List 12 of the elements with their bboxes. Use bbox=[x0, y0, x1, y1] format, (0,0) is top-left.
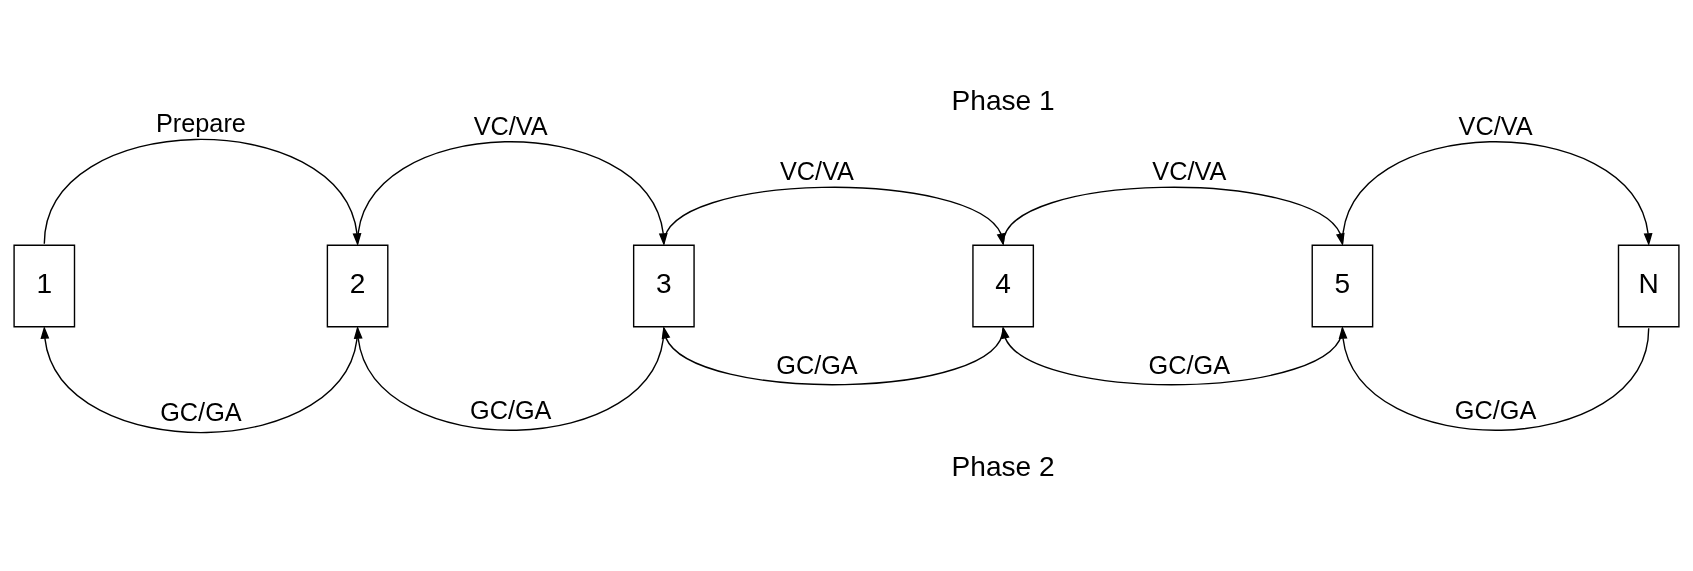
edge-label: GC/GA bbox=[160, 397, 242, 426]
edge-label: VC/VA bbox=[1458, 111, 1533, 140]
edge-label: VC/VA bbox=[780, 156, 854, 185]
edge-label: GC/GA bbox=[470, 395, 552, 424]
label: Phase 1 bbox=[951, 84, 1055, 116]
edge-label: GC/GA bbox=[1454, 395, 1537, 424]
label: Phase 2 bbox=[951, 450, 1055, 482]
edge-label: VC/VA bbox=[473, 111, 548, 140]
edge-label: Prepare bbox=[156, 108, 246, 137]
edge-label: GC/GA bbox=[776, 350, 858, 379]
edge-label: VC/VA bbox=[1152, 156, 1227, 185]
edge-label: GC/GA bbox=[1148, 350, 1231, 379]
